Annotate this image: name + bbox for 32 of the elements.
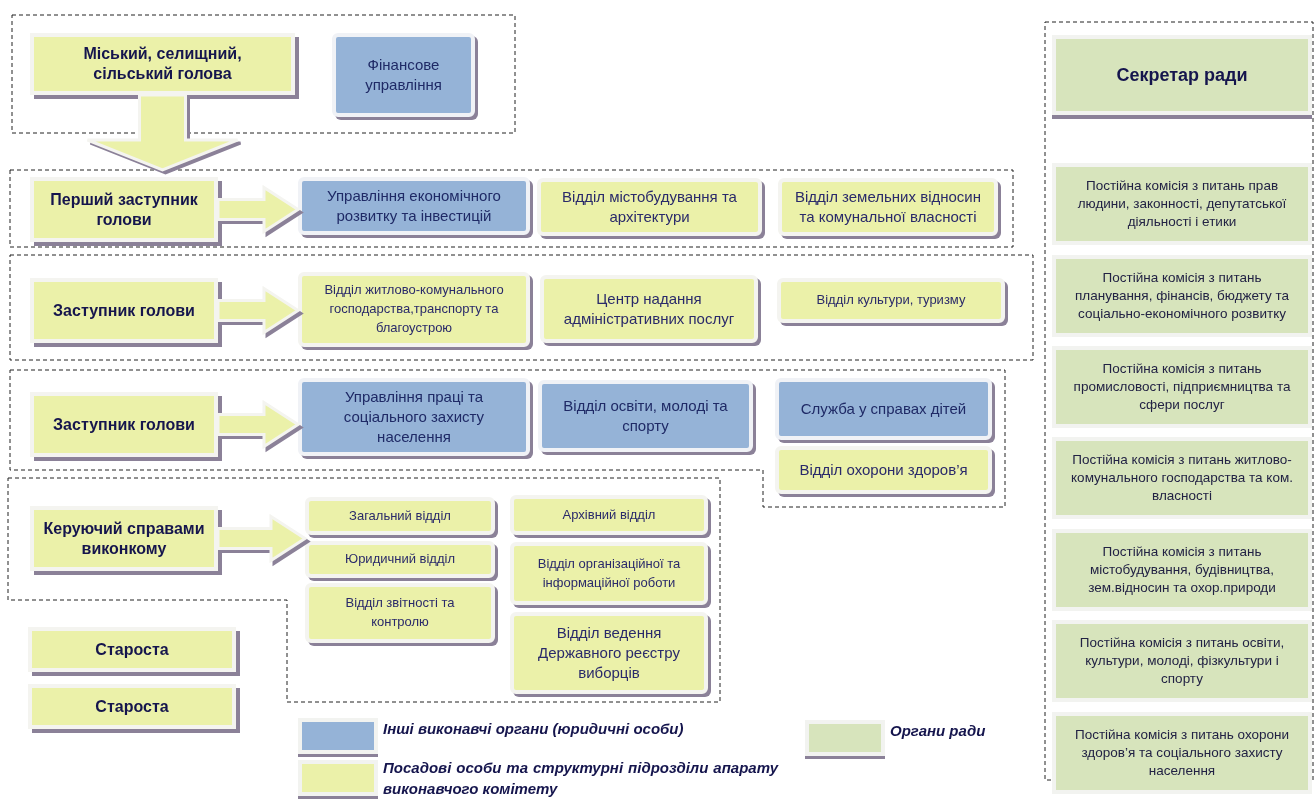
block-arrow [86,93,239,172]
commission-box: Постійна комісія з питань промисловості, підприємництва та сфери послуг [1052,346,1312,428]
commission-box: Постійна комісія з питань містобудування, будівництва, зем.відносин та охор.природи [1052,529,1312,611]
department-box: Юридичний відділ [305,541,495,578]
department-box: Відділ культури, туризму [777,278,1005,323]
block-arrow [216,513,308,564]
legend-text: Посадові особи та структурні підрозділи апарату виконавчого комітету [383,758,778,799]
block-arrow [216,399,301,450]
block-arrow [216,184,301,235]
department-box: Відділ містобудування та архітектури [537,178,762,236]
department-box: Відділ організаційної та інформаційної роботи [510,542,708,605]
commission-box: Постійна комісія з питань освіти, культури, молоді, фізкультури і спорту [1052,620,1312,702]
department-box: Центр надання адміністративних послуг [540,275,758,343]
executive-body-box: Відділ освіти, молоді та спорту [538,380,753,452]
department-box: Відділ ведення Державного реєстру виборців [510,612,708,694]
executive-body-box: Служба у справах дітей [775,378,992,440]
commission-box: Постійна комісія з питань житлово-комунального господарства та ком. власності [1052,437,1312,519]
department-box: Відділ земельних відносин та комунальної власності [778,178,998,236]
department-box: Архівний відділ [510,495,708,535]
legend-text: Органи ради [890,721,987,741]
department-box: Відділ охорони здоров’я [775,446,992,494]
executive-body-box: Фінансове управління [332,33,475,117]
department-box: Загальний відділ [305,497,495,535]
commission-box: Постійна комісія з питань охорони здоров’я та соціального захисту населення [1052,712,1312,794]
department-box: Відділ житлово-комунального господарства,транспорту та благоустрою [298,272,530,347]
executive-body-box: Управління праці та соціального захисту населення [298,378,530,456]
legend-text: Інші виконавчі органи (юридичні особи) [383,719,685,739]
commission-box: Постійна комісія з питань прав людини, законності, депутатської діяльності і етики [1052,163,1312,245]
commission-box: Постійна комісія з питань планування, фінансів, бюджету та соціально-економічного розвитку [1052,255,1312,337]
block-arrow [216,285,301,336]
executive-body-box: Управління економічного розвитку та інвестицій [298,177,530,235]
department-box: Відділ звітності та контролю [305,583,495,643]
